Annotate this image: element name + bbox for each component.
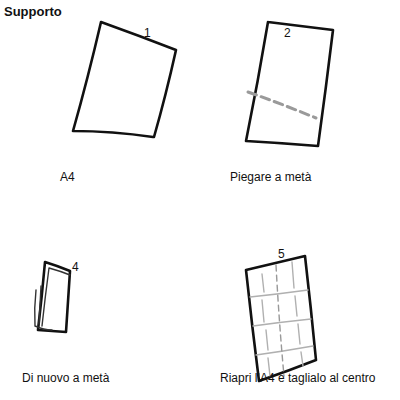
fold-grid: [250, 262, 313, 376]
caption: A4: [60, 170, 75, 184]
caption: Di nuovo a metà: [22, 371, 109, 385]
callout-number: 4: [72, 260, 79, 274]
callout-number: 5: [278, 247, 285, 261]
fold-line: [248, 92, 316, 118]
a4-sheet-folded-line: [246, 22, 333, 146]
callout-number: 1: [144, 26, 151, 40]
caption: Piegare a metà: [230, 170, 311, 184]
a4-sheet: [73, 22, 176, 137]
callout-number: 2: [284, 26, 291, 40]
booklet-pages: [42, 268, 70, 326]
reopened-sheet: [246, 256, 316, 381]
title: Supporto: [4, 4, 62, 20]
folded-booklet: [38, 262, 70, 332]
booklet-pages: [35, 286, 52, 330]
caption: Riapri l’A4 e taglialo al centro: [220, 371, 375, 385]
